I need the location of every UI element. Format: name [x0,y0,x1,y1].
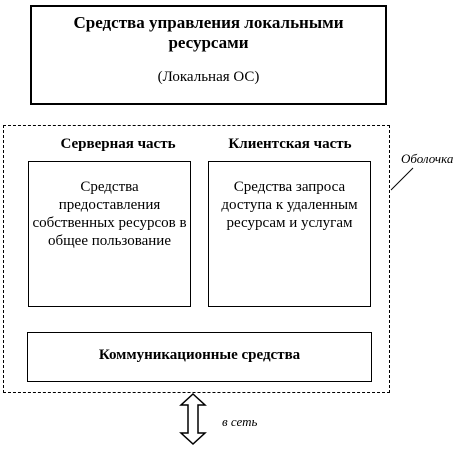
client-box [208,161,371,307]
network-double-arrow [179,392,207,446]
communication-label: Коммуникационные средства [98,347,301,363]
shell-container [3,125,390,393]
local-os-title: Средства управления локальными ресурсами [73,13,344,52]
client-heading: Клиентская часть [228,136,352,152]
local-os-subtitle: (Локальная ОС) [157,69,260,85]
shell-leader-line [390,167,414,191]
communication-box [27,332,372,382]
shell-label: Оболочка [401,151,454,166]
server-text: Средства предоставления собственных ресу… [32,179,187,249]
client-text: Средства запроса доступа к удаленным рес… [221,179,358,231]
server-heading: Серверная часть [60,136,176,152]
local-os-box [30,5,387,105]
server-box [28,161,191,307]
network-label: в сеть [222,414,258,429]
